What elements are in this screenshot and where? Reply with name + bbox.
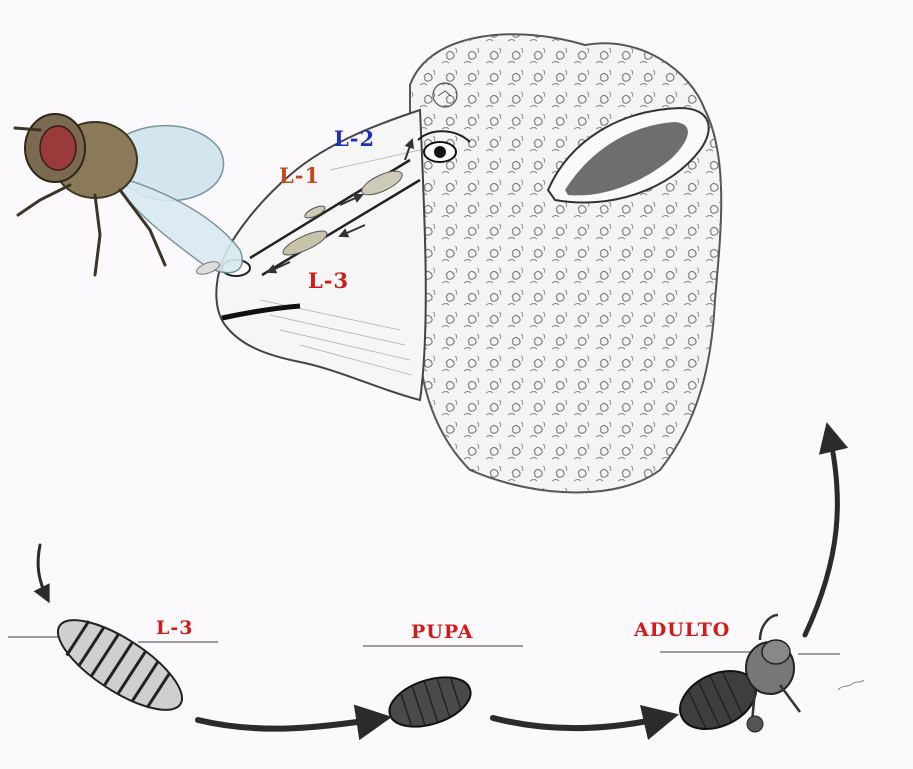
label-l3-head: L-3 bbox=[308, 268, 349, 293]
pupa-icon bbox=[383, 668, 476, 736]
signature bbox=[838, 680, 864, 690]
sheep-head-icon bbox=[216, 34, 721, 492]
fly-icon bbox=[15, 114, 242, 277]
label-pupa: PUPA bbox=[411, 621, 474, 643]
label-l1: L-1 bbox=[279, 163, 320, 188]
label-l2: L-2 bbox=[334, 126, 375, 151]
label-l3-larva: L-3 bbox=[156, 617, 193, 639]
label-adult: ADULTO bbox=[634, 619, 730, 641]
